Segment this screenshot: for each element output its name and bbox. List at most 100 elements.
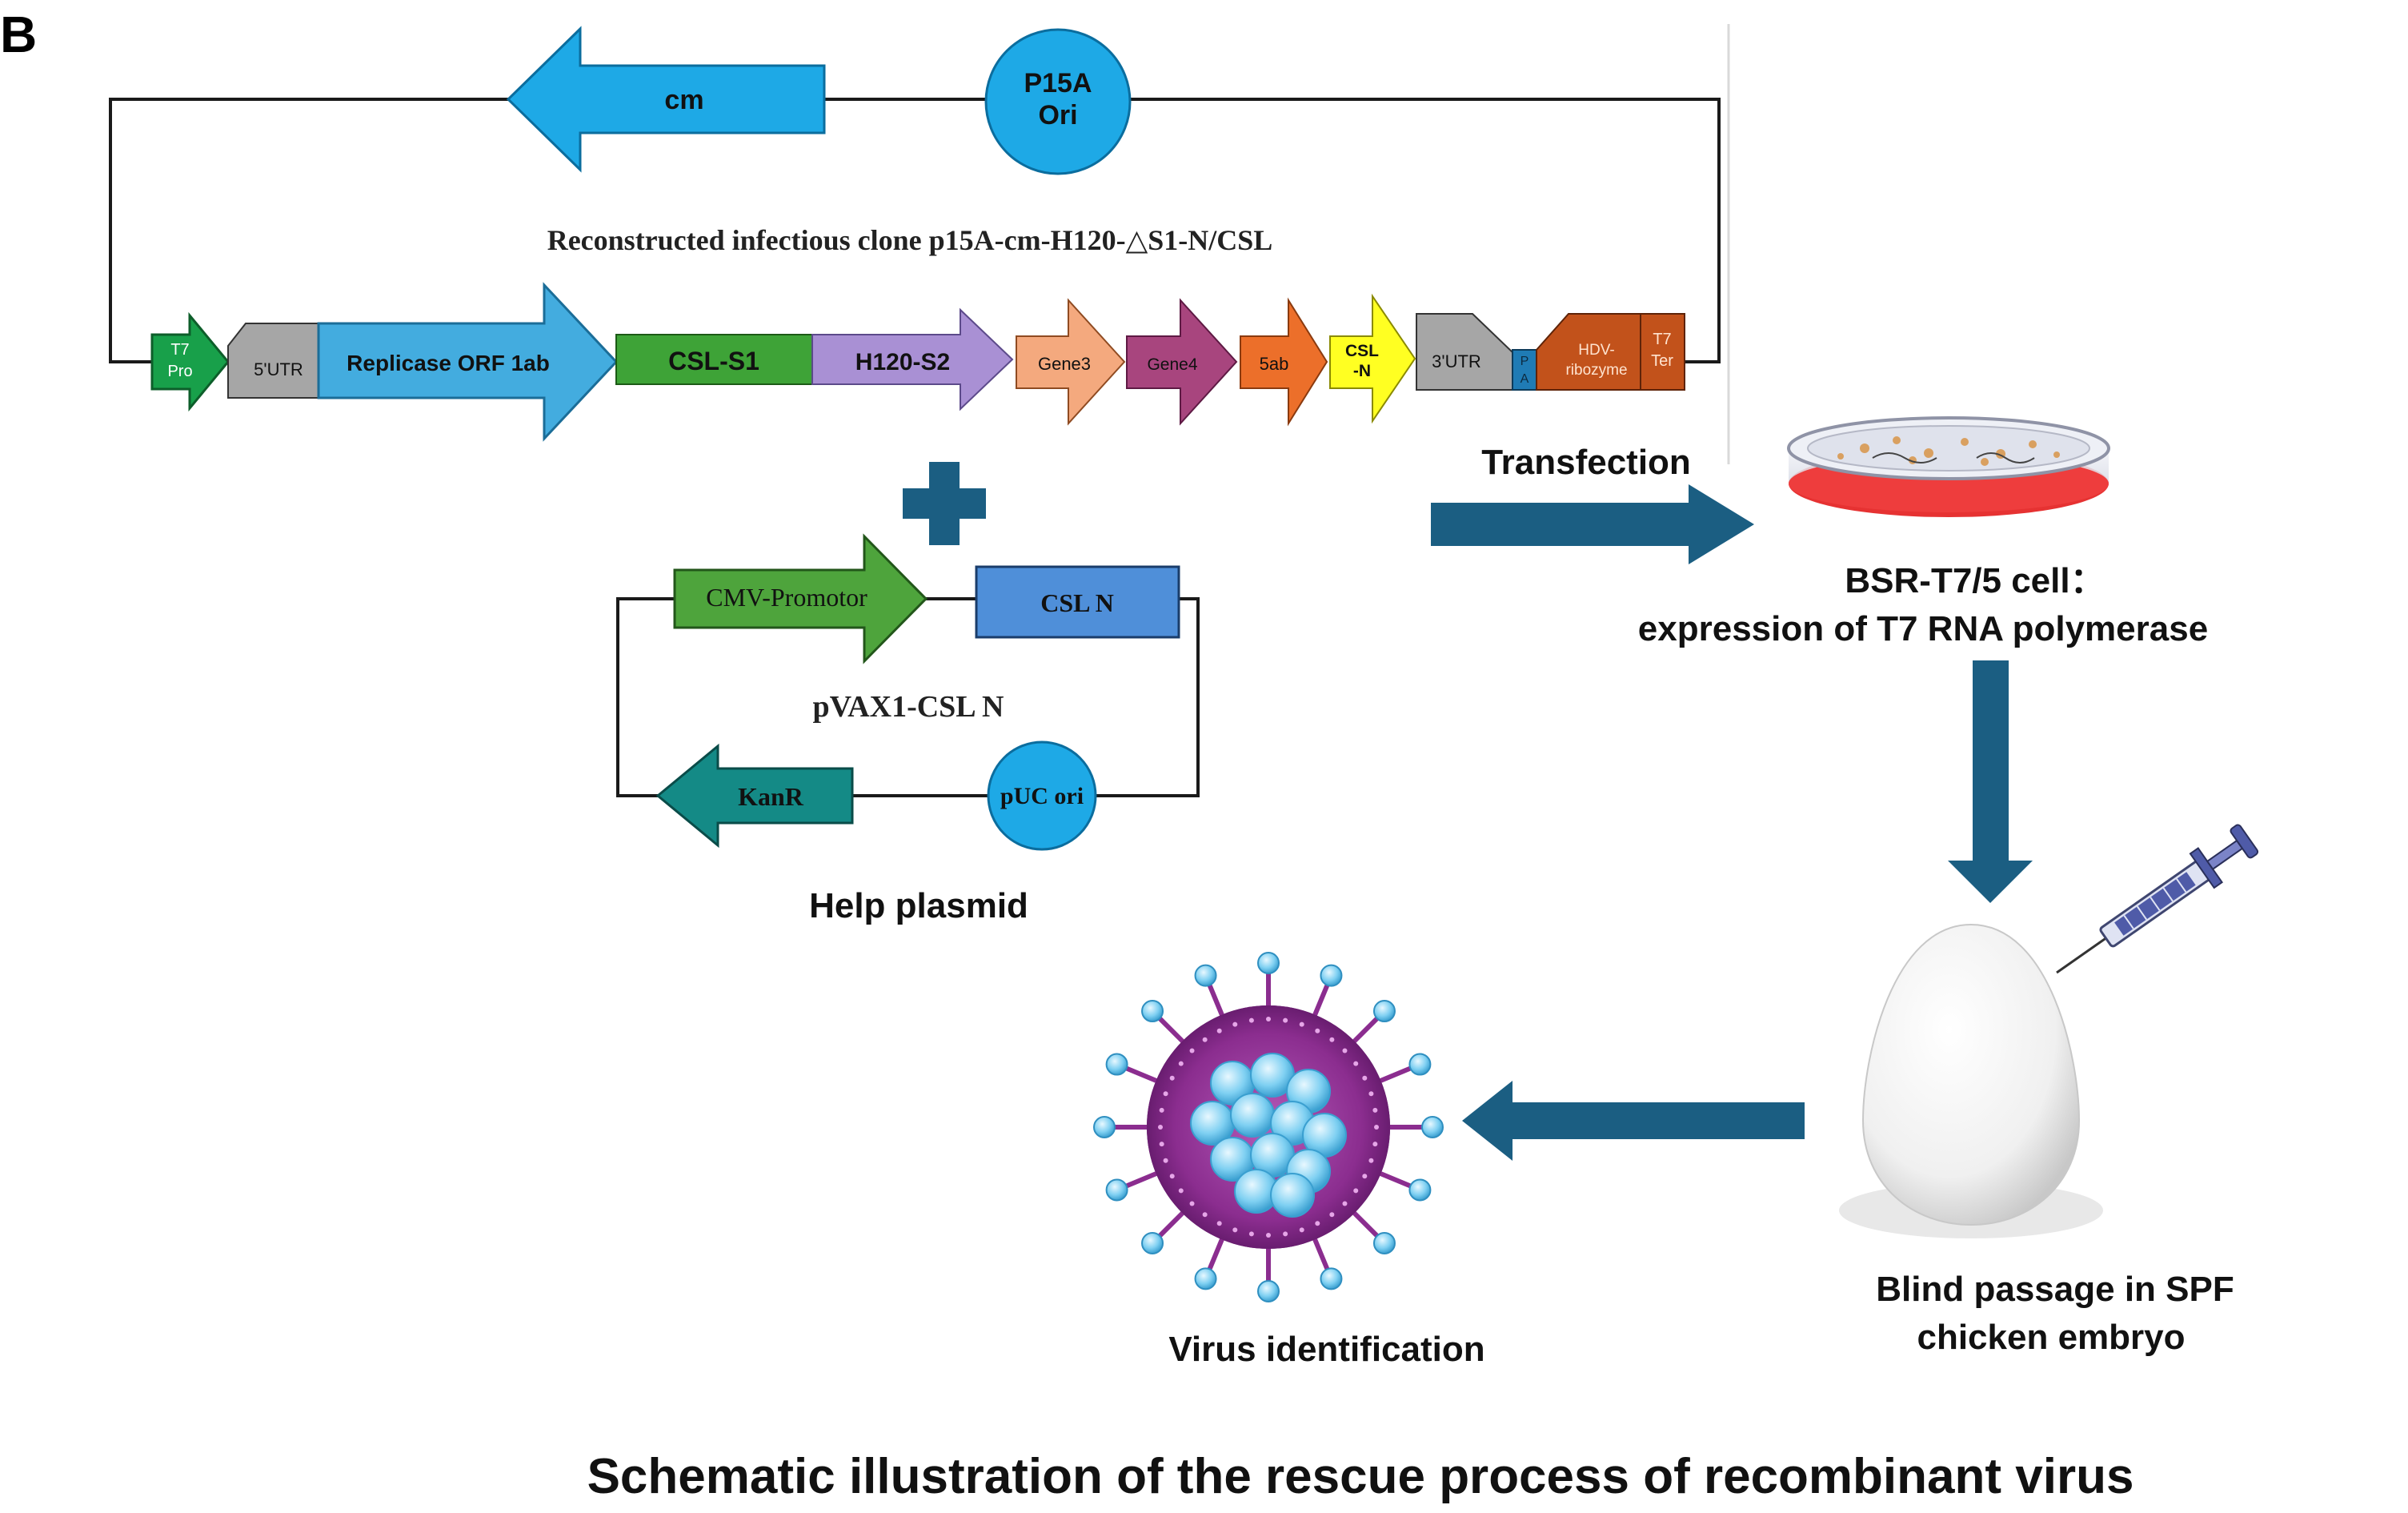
csl-n-helper-box [975, 565, 1180, 639]
virus-envelope-dot [1362, 1075, 1368, 1081]
down-arrow [1948, 660, 2033, 903]
5ab-arrow [1240, 297, 1328, 427]
virus-envelope-dot [1159, 1142, 1164, 1147]
virus-spike-head [1257, 952, 1280, 974]
virus-spike-head [1194, 964, 1217, 987]
virus-envelope-dot [1372, 1107, 1378, 1113]
virus-envelope-dot [1266, 1017, 1271, 1021]
5ab-label: 5ab [1260, 354, 1289, 374]
main-plasmid-title: Reconstructed infectious clone p15A-cm-H… [547, 224, 1273, 256]
csl-n-helper-label: CSL N [1040, 588, 1114, 617]
csl-s1-label: CSL-S1 [668, 347, 759, 375]
gene3-label: Gene3 [1038, 354, 1091, 374]
virus-envelope-dot [1159, 1107, 1164, 1113]
gene4-arrow [1126, 298, 1238, 426]
virus-envelope-dot [1362, 1174, 1368, 1179]
virus-inner-particle [1230, 1093, 1275, 1138]
virus-envelope-dot [1178, 1061, 1184, 1066]
puc-ori-label: pUC ori [1000, 783, 1084, 809]
virus-spike-head [1320, 964, 1343, 987]
virus-spike-stem [1206, 1237, 1225, 1273]
virus-envelope-dot [1329, 1212, 1335, 1218]
virus-envelope-dot [1216, 1221, 1222, 1226]
virus-spike-head [1105, 1178, 1128, 1202]
polya-label-1: P [1521, 355, 1529, 368]
virus-envelope-dot [1368, 1091, 1374, 1097]
csl-s1-box [615, 334, 813, 385]
virus-spike-head [1194, 1267, 1217, 1290]
gene3-arrow [1016, 298, 1126, 426]
transfection-label: Transfection [1481, 443, 1691, 482]
virus-spike-stem [1378, 1065, 1414, 1084]
virus-spike-stem [1156, 1210, 1186, 1240]
egg-icon [1839, 923, 2103, 1238]
utr3-label: 3'UTR [1432, 351, 1481, 371]
cmv-promoter-arrow [673, 533, 928, 664]
virus-spike-stem [1351, 1014, 1381, 1045]
virus-envelope-dot [1202, 1212, 1208, 1218]
hdv-ribozyme-label-1: HDV- [1578, 342, 1614, 359]
embryo-label-1: Blind passage in SPF [1876, 1270, 2234, 1309]
virus-envelope-dot [1299, 1227, 1304, 1233]
syringe-icon [2056, 824, 2259, 974]
petri-dish-icon [1787, 416, 2110, 517]
virus-envelope-dot [1158, 1125, 1163, 1130]
virus-envelope-dot [1342, 1048, 1348, 1053]
virus-spike-head [1320, 1267, 1343, 1290]
virus-icon [1093, 952, 1444, 1302]
cell-line-label-2: expression of T7 RNA polymerase [1638, 609, 2208, 648]
virus-spike-head [1372, 1000, 1396, 1023]
helper-plasmid: CMV-Promotor CSL N pVAX1-CSL N KanR pUC … [616, 533, 1200, 925]
plus-sign [903, 462, 986, 545]
virus-spike-stem [1312, 981, 1331, 1017]
csl-n-arrow [1329, 293, 1416, 424]
virus-spike-head [1105, 1053, 1128, 1076]
virus-spike-head [1141, 1231, 1164, 1254]
t7-promoter-arrow [150, 311, 230, 412]
t7-terminator-label-1: T7 [1653, 331, 1671, 348]
virus-envelope-dot [1266, 1233, 1271, 1238]
puc-ori-circle [987, 740, 1097, 851]
virus-spike-stem [1378, 1170, 1414, 1190]
cm-label: cm [664, 85, 703, 115]
virus-envelope-dot [1248, 1231, 1254, 1237]
virus-spike-stem [1312, 1237, 1331, 1273]
virus-envelope-dot [1353, 1188, 1359, 1194]
csl-n-label-2: -N [1353, 362, 1371, 380]
virus-envelope-dot [1163, 1091, 1168, 1097]
t7-terminator-box [1640, 313, 1685, 391]
virus-spike-stem [1123, 1170, 1159, 1190]
polya-box [1512, 349, 1537, 391]
helper-plasmid-name: pVAX1-CSL N [813, 690, 1004, 724]
kanr-arrow [655, 743, 854, 849]
help-plasmid-caption: Help plasmid [809, 886, 1028, 925]
virus-spike-stem [1206, 981, 1225, 1017]
virus-envelope-dot [1169, 1174, 1175, 1179]
virus-spike-stem [1156, 1014, 1186, 1045]
virus-spike-head [1093, 1116, 1116, 1138]
virus-envelope-dot [1329, 1037, 1335, 1042]
virus-identification-label: Virus identification [1168, 1330, 1484, 1369]
virus-spike-stem [1351, 1210, 1381, 1240]
virus-spike-stem [1123, 1065, 1159, 1084]
hdv-ribozyme-label-2: ribozyme [1565, 362, 1627, 379]
virus-envelope-dot [1299, 1021, 1304, 1027]
cmv-promoter-label: CMV-Promotor [706, 583, 867, 612]
virus-spike-head [1421, 1116, 1444, 1138]
kanr-label: KanR [738, 782, 804, 811]
helper-plasmid-backbone [616, 597, 1200, 797]
virus-envelope-dot [1216, 1028, 1222, 1033]
virus-envelope-dot [1342, 1201, 1348, 1206]
gene4-label: Gene4 [1147, 355, 1197, 374]
virus-envelope-dot [1283, 1017, 1288, 1023]
cell-line-label-1: BSR-T7/5 cell： [1845, 561, 2105, 600]
transfection-arrow [1431, 484, 1754, 564]
virus-envelope-dot [1232, 1227, 1238, 1233]
h120-s2-label: H120-S2 [855, 349, 950, 375]
embryo-label-2: chicken embryo [1917, 1318, 2185, 1357]
t7-promoter-label-1: T7 [170, 341, 189, 359]
replicase-orf-label: Replicase ORF 1ab [347, 351, 550, 375]
main-plasmid: cm P15A Ori Reconstructed infectious clo… [109, 24, 1730, 464]
virus-envelope-dot [1374, 1125, 1379, 1130]
main-plasmid-backbone [109, 98, 1721, 363]
